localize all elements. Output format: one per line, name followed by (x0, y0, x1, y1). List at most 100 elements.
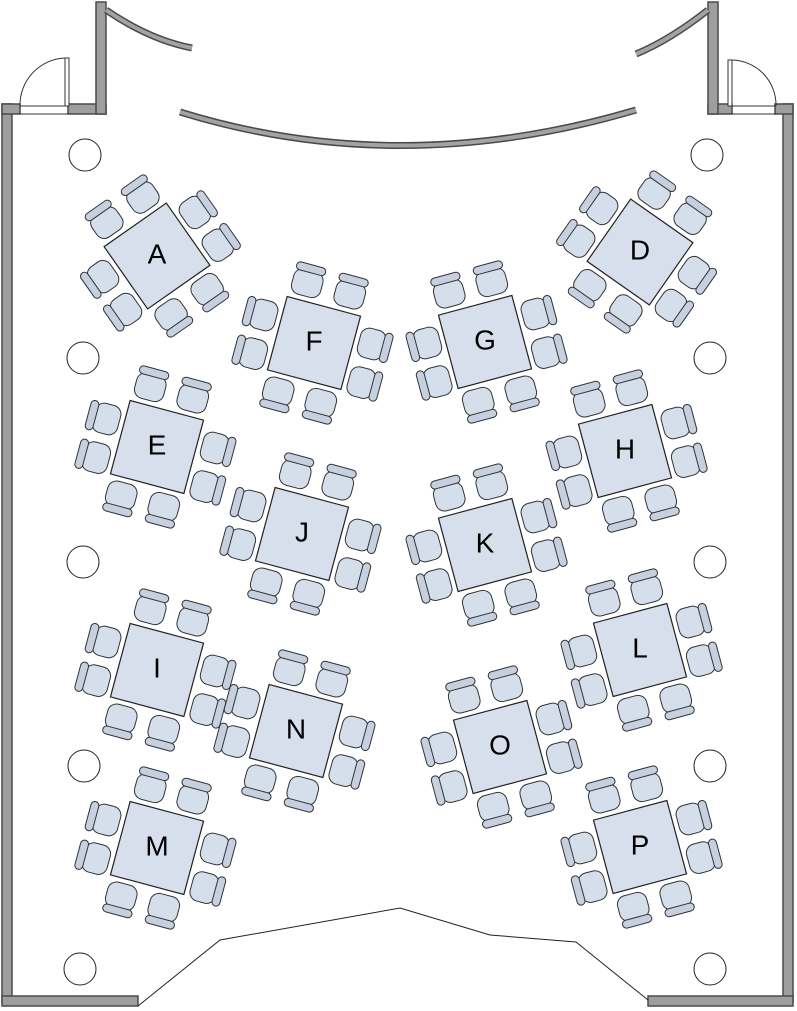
table-i-chair-4[interactable] (144, 713, 181, 752)
table-a[interactable] (53, 152, 262, 361)
table-m-surface[interactable] (109, 800, 205, 896)
table-d-chair-2[interactable] (670, 195, 713, 238)
table-l-chair-5[interactable] (560, 633, 599, 670)
table-k-chair-8[interactable] (529, 536, 568, 573)
table-g-chair-2[interactable] (472, 260, 509, 299)
table-e-chair-3[interactable] (102, 479, 139, 518)
table-n-chair-1[interactable] (271, 649, 309, 688)
table-g-chair-7[interactable] (519, 294, 558, 332)
table-d-chair-6[interactable] (555, 218, 598, 261)
table-o-chair-4[interactable] (518, 779, 555, 818)
table-o-chair-1[interactable] (445, 676, 482, 715)
table-k-chair-4[interactable] (503, 577, 540, 616)
table-l-chair-7[interactable] (674, 602, 713, 640)
table-j-chair-5[interactable] (229, 486, 268, 524)
table-p-chair-1[interactable] (585, 776, 622, 815)
table-e-chair-2[interactable] (175, 376, 212, 415)
table-a-chair-7[interactable] (176, 189, 219, 232)
table-m-chair-8[interactable] (188, 870, 227, 907)
table-n-surface[interactable] (248, 683, 344, 779)
table-a-surface[interactable] (103, 202, 211, 310)
table-j-chair-4[interactable] (289, 577, 326, 616)
table-h-surface[interactable] (577, 403, 673, 499)
table-l-surface[interactable] (592, 602, 688, 698)
table-j-chair-6[interactable] (219, 525, 258, 562)
table-e[interactable] (65, 355, 249, 539)
table-e-chair-1[interactable] (132, 365, 170, 404)
table-p-surface[interactable] (592, 799, 688, 895)
table-p-chair-8[interactable] (684, 838, 723, 875)
table-g[interactable] (393, 250, 577, 434)
table-d-chair-1[interactable] (634, 169, 677, 212)
table-n-chair-2[interactable] (314, 660, 351, 699)
left-door-leaf[interactable] (64, 57, 70, 107)
table-k-chair-2[interactable] (472, 463, 509, 502)
table-l-chair-1[interactable] (585, 579, 622, 618)
table-l[interactable] (548, 558, 732, 742)
table-f-chair-5[interactable] (241, 295, 280, 333)
table-p-chair-6[interactable] (570, 869, 609, 906)
table-n-chair-8[interactable] (327, 753, 366, 790)
table-i-chair-8[interactable] (188, 692, 227, 729)
table-m-chair-3[interactable] (102, 880, 139, 919)
table-e-surface[interactable] (109, 399, 205, 495)
table-d-chair-5[interactable] (578, 185, 621, 228)
table-k-chair-5[interactable] (405, 528, 444, 565)
table-e-chair-8[interactable] (188, 469, 227, 506)
table-i-surface[interactable] (109, 622, 205, 718)
table-k-chair-3[interactable] (460, 588, 498, 627)
table-h-chair-6[interactable] (555, 473, 594, 510)
table-j-chair-1[interactable] (277, 452, 315, 491)
table-m-chair-5[interactable] (84, 800, 123, 838)
table-f-chair-7[interactable] (355, 326, 394, 363)
table-n-chair-6[interactable] (213, 722, 252, 759)
table-l-chair-2[interactable] (627, 568, 664, 607)
table-h-chair-8[interactable] (669, 442, 708, 479)
table-g-surface[interactable] (437, 294, 533, 390)
table-j-chair-3[interactable] (247, 566, 284, 605)
table-g-chair-6[interactable] (415, 364, 454, 401)
table-e-chair-7[interactable] (198, 430, 237, 467)
table-i[interactable] (65, 578, 249, 762)
table-j-chair-8[interactable] (333, 556, 372, 593)
table-j-chair-2[interactable] (320, 463, 357, 502)
table-e-chair-6[interactable] (74, 438, 113, 475)
table-f[interactable] (222, 251, 406, 435)
table-p[interactable] (548, 755, 732, 939)
table-f-surface[interactable] (266, 295, 362, 391)
table-d[interactable] (536, 148, 745, 357)
table-g-chair-1[interactable] (430, 271, 467, 310)
table-h-chair-2[interactable] (612, 369, 649, 408)
table-d-chair-3[interactable] (567, 266, 610, 309)
table-p-chair-7[interactable] (674, 799, 713, 837)
table-g-chair-5[interactable] (405, 325, 444, 362)
table-l-chair-6[interactable] (570, 672, 609, 709)
table-f-chair-2[interactable] (332, 272, 369, 311)
table-o-surface[interactable] (452, 699, 548, 795)
table-d-chair-7[interactable] (675, 253, 718, 296)
table-n[interactable] (204, 639, 388, 823)
table-o-chair-8[interactable] (544, 738, 583, 775)
table-a-chair-1[interactable] (84, 199, 127, 242)
table-h-chair-4[interactable] (643, 483, 680, 522)
table-p-chair-3[interactable] (615, 890, 653, 929)
table-p-chair-2[interactable] (627, 765, 664, 804)
table-o-chair-7[interactable] (534, 699, 573, 737)
table-i-chair-3[interactable] (102, 702, 139, 741)
table-i-chair-5[interactable] (84, 622, 123, 660)
table-o-chair-2[interactable] (487, 665, 524, 704)
table-i-chair-6[interactable] (74, 661, 113, 698)
table-i-chair-7[interactable] (198, 653, 237, 690)
table-j[interactable] (210, 442, 394, 626)
table-f-chair-8[interactable] (345, 365, 384, 402)
table-m-chair-7[interactable] (198, 831, 237, 868)
table-a-chair-8[interactable] (199, 222, 242, 265)
table-e-chair-4[interactable] (144, 490, 181, 529)
table-m-chair-2[interactable] (175, 777, 212, 816)
right-door-leaf[interactable] (727, 59, 733, 107)
table-a-chair-3[interactable] (151, 295, 194, 338)
table-d-chair-8[interactable] (652, 286, 695, 329)
table-o[interactable] (408, 655, 592, 839)
table-a-chair-6[interactable] (102, 290, 145, 333)
table-h-chair-7[interactable] (659, 403, 698, 441)
